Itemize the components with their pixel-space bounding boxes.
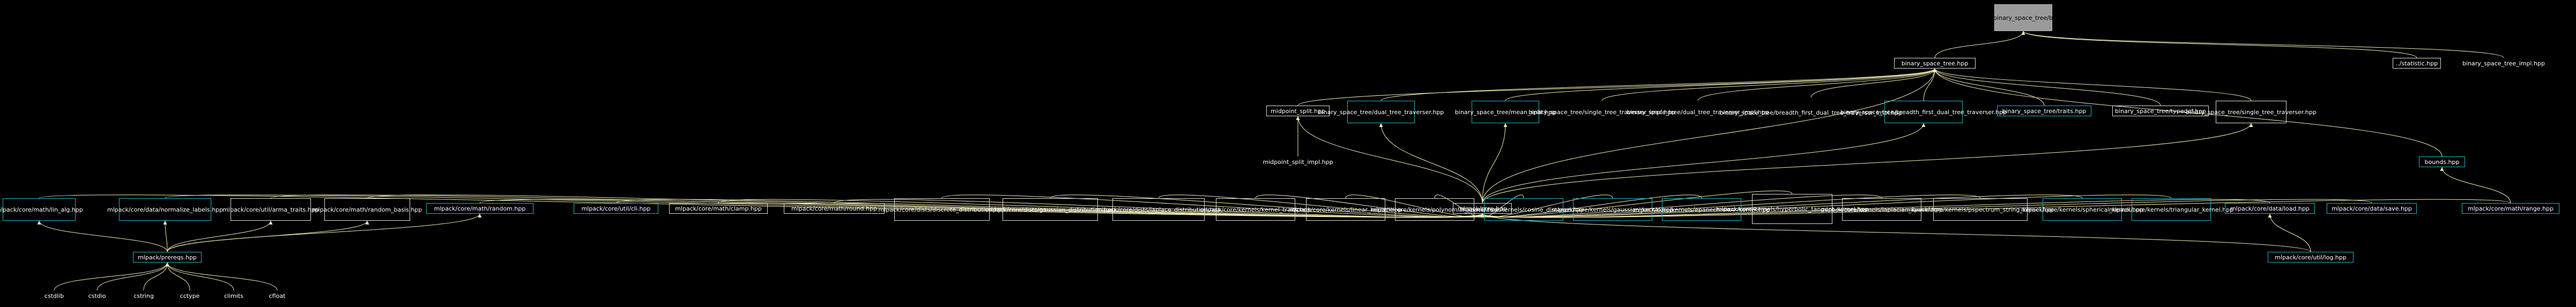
node-statistic[interactable]: ../statistic.hpp	[2393, 58, 2441, 69]
node-dual-tree-traverser[interactable]: binary_space_tree/dual_tree_traverser.hp…	[1318, 101, 1444, 123]
node-binary-space-tree[interactable]: binary_space_tree.hpp	[1894, 58, 1976, 69]
node-arma-traits[interactable]: mlpack/core/util/arma_traits.hpp	[222, 198, 319, 221]
edge-midpoint_split-core	[1296, 116, 1483, 204]
edge-bst-dual_traverser_impl	[1697, 68, 1937, 101]
node-cstring[interactable]: cstring	[133, 292, 154, 299]
node-spherical-kernel[interactable]: mlpack/core/kernels/spherical_kernel.hpp	[2021, 198, 2143, 221]
node-round[interactable]: mlpack/core/math/round.hpp	[784, 203, 885, 214]
node-prereqs[interactable]: mlpack/prereqs.hpp	[133, 252, 202, 263]
node-pspectrum-string-kernel[interactable]: mlpack/core/kernels/pspectrum_string_ker…	[1907, 198, 2054, 221]
node-epanechnikov-kernel[interactable]: mlpack/core/kernels/epanechnikov_kernel.…	[1634, 198, 1770, 221]
node-laplacian-kernel[interactable]: mlpack/core/kernels/laplacian_kernel.hpp	[1821, 198, 1943, 221]
node-climits[interactable]: climits	[224, 292, 243, 299]
node-cosine-distance[interactable]: mlpack/core/kernels/cosine_distance.hpp	[1463, 198, 1584, 221]
node-math-random[interactable]: mlpack/core/math/random.hpp	[426, 203, 533, 214]
edge-prereqs-climits	[165, 262, 234, 291]
edge-bounds-math_range	[2440, 167, 2511, 204]
node-midpoint-split-impl[interactable]: midpoint_split_impl.hpp	[1263, 158, 1333, 166]
node-math-range[interactable]: mlpack/core/math/range.hpp	[2462, 203, 2559, 214]
edge-bst-bounds	[1933, 68, 2443, 157]
edge-lin_alg-prereqs	[37, 220, 168, 252]
edge-bst-typedef	[1933, 68, 2161, 106]
node-hyperbolic-tangent-kernel[interactable]: mlpack/core/kernels/hyperbolic_tangent_k…	[1716, 194, 1868, 224]
node-mean-split[interactable]: binary_space_tree/mean_split.hpp	[1455, 101, 1556, 123]
node-normalize-labels[interactable]: mlpack/core/data/normalize_labels.hpp	[107, 198, 223, 221]
edge-prereqs-cstdlib	[54, 262, 169, 291]
node-kernel-traits[interactable]: mlpack/core/kernels/kernel_traits.hpp	[1200, 198, 1311, 221]
node-polynomial-kernel[interactable]: mlpack/core/kernels/polynomial_kernel.hp…	[1371, 198, 1498, 221]
edge-bst-single_traverser_impl	[1601, 68, 1937, 101]
edge-arma_traits-prereqs	[167, 220, 273, 252]
edge-prereqs-cstring	[143, 262, 169, 291]
edge-core-linear_kernel	[1345, 194, 1484, 218]
edge-core-round	[834, 199, 1484, 218]
edge-prereqs-cfloat	[165, 262, 278, 291]
edge-core-polynomial_kernel	[1434, 194, 1484, 218]
edge-bst-dual_tree_traverser	[1380, 68, 1937, 101]
node-bounds[interactable]: bounds.hpp	[2419, 156, 2465, 167]
edge-root-bst	[1934, 31, 2025, 58]
node-cstdio[interactable]: cstdio	[88, 292, 106, 299]
edge-bst-traits	[1933, 68, 2045, 106]
node-breadth-first[interactable]: binary_space_tree/breadth_first_dual_tre…	[1840, 101, 2007, 123]
node-dual-traverser-impl[interactable]: binary_space_tree/dual_tree_traverser_im…	[1627, 108, 1769, 116]
edge-root-statistic	[2021, 31, 2417, 58]
edge-root-bst_impl	[2021, 31, 2504, 58]
node-binary-space-tree-impl[interactable]: binary_space_tree_impl.hpp	[2462, 59, 2545, 67]
edge-bst-midpoint_split	[1297, 68, 1937, 106]
edge-bst-single_traverser	[1933, 68, 2252, 101]
edge-bst-core	[1482, 68, 1937, 204]
edge-prereqs-cctype	[165, 262, 190, 291]
node-laplace-dist[interactable]: mlpack/core/dists/laplace_distribution.h…	[1096, 198, 1221, 221]
node-random-basis[interactable]: mlpack/core/math/random_basis.hpp	[313, 198, 422, 221]
edge-single_traverser-core	[1482, 123, 2253, 204]
node-typedef[interactable]: binary_space_tree/typedef.hpp	[2112, 106, 2209, 116]
edge-dual_tree_traverser-core	[1379, 123, 1483, 204]
node-single-traverser[interactable]: binary_space_tree/single_tree_traverser.…	[2186, 101, 2317, 123]
node-breadth-first-impl[interactable]: binary_space_tree/breadth_first_dual_tre…	[1719, 109, 1903, 116]
edge-core-math_range	[1480, 199, 2511, 218]
node-linear-kernel[interactable]: mlpack/core/kernels/linear_kernel.hpp	[1289, 198, 1402, 221]
node-gaussian-dist[interactable]: mlpack/core/dists/gaussian_distribution.…	[985, 198, 1115, 221]
node-util-log[interactable]: mlpack/core/util/log.hpp	[2268, 252, 2354, 263]
node-data-save[interactable]: mlpack/core/data/save.hpp	[2327, 203, 2417, 214]
node-root-file[interactable]: src/mlpack/core/tree/binary_space_tree/b…	[1931, 4, 2116, 31]
node-discrete-dist[interactable]: mlpack/core/dists/discrete_distribution.…	[878, 198, 1006, 221]
node-cstdlib[interactable]: cstdlib	[44, 292, 64, 299]
node-clamp[interactable]: mlpack/core/math/clamp.hpp	[669, 203, 768, 214]
edge-breadth_first-core	[1482, 123, 1926, 204]
edge-normalize_labels-prereqs	[163, 220, 168, 252]
edge-prereqs-cstdio	[96, 262, 169, 291]
edge-core-epanechnikov_kernel	[1480, 194, 1702, 218]
node-lin-alg[interactable]: mlpack/core/math/lin_alg.hpp	[0, 198, 83, 221]
node-single-traverser-impl[interactable]: binary_space_tree/single_tree_traverser_…	[1528, 108, 1675, 116]
edge-core-util_log	[1480, 213, 2311, 252]
edge-math_random-prereqs	[167, 213, 482, 252]
edge-bst-mean_split	[1505, 68, 1937, 101]
edge-data_load-util_log	[2268, 213, 2311, 252]
node-traits[interactable]: binary_space_tree/traits.hpp	[1997, 106, 2091, 116]
node-midpoint-split[interactable]: midpoint_split.hpp	[1266, 106, 1330, 116]
node-cctype[interactable]: cctype	[180, 292, 200, 299]
node-data-load[interactable]: mlpack/core/data/load.hpp	[2225, 203, 2315, 214]
node-core[interactable]: mlpack/core.hpp	[1453, 203, 1512, 214]
edge-bst-breadth_first_impl	[1810, 68, 1937, 98]
node-triangular-kernel[interactable]: mlpack/core/kernels/triangular_kernel.hp…	[2109, 198, 2233, 221]
node-gaussian-kernel[interactable]: mlpack/core/kernels/gaussian_kernel.hpp	[1551, 198, 1674, 221]
edge-mean_split-core	[1482, 123, 1508, 204]
node-cfloat[interactable]: cfloat	[269, 292, 286, 299]
node-cli[interactable]: mlpack/core/util/cli.hpp	[574, 203, 658, 214]
